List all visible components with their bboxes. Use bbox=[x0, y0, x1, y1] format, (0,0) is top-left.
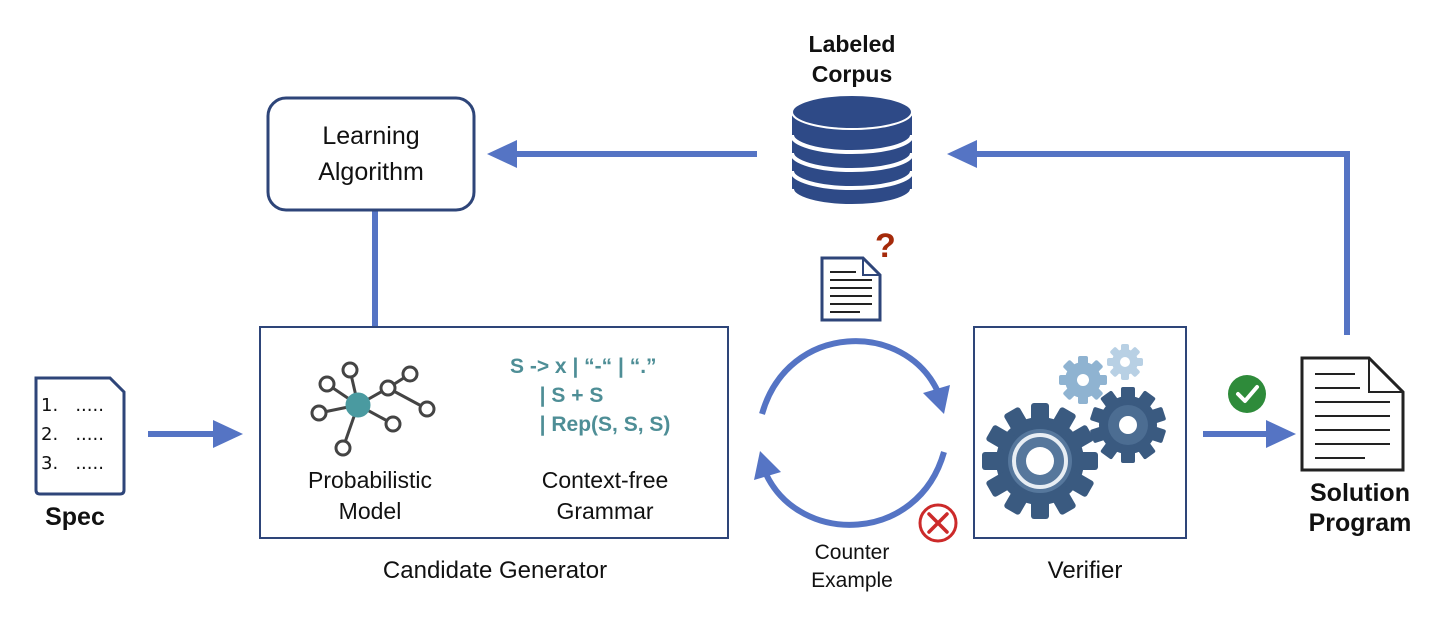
spec-document-icon bbox=[34, 376, 126, 496]
spec-item: 2. ..... bbox=[41, 424, 104, 445]
candidate-generator-box bbox=[259, 326, 729, 539]
database-icon bbox=[790, 94, 914, 208]
counter-example-line2: Example bbox=[811, 569, 893, 592]
verifier-label: Verifier bbox=[1047, 557, 1123, 584]
spec-item: 3. ..... bbox=[41, 453, 104, 474]
learning-label-line1: Learning bbox=[322, 122, 420, 150]
spec-to-generator-arrow bbox=[148, 420, 243, 448]
spec-item: 1. ..... bbox=[41, 395, 104, 416]
gears-icon bbox=[982, 344, 1166, 519]
learning-label-line2: Algorithm bbox=[318, 158, 424, 186]
verifier-to-solution-arrow bbox=[1203, 420, 1296, 448]
solution-label-line2: Program bbox=[1308, 509, 1412, 537]
grammar-label-line1: Context-free bbox=[541, 467, 669, 493]
corpus-label-line1: Labeled bbox=[808, 31, 896, 57]
model-label-line1: Probabilistic bbox=[308, 467, 432, 493]
question-mark-icon: ? bbox=[875, 227, 896, 265]
solution-document-icon bbox=[1300, 356, 1405, 472]
learning-algorithm-title: Learning Algorithm bbox=[268, 98, 474, 210]
counter-example-arc bbox=[754, 451, 947, 528]
model-label-line2: Model bbox=[338, 498, 402, 524]
solution-label-line1: Solution bbox=[1310, 479, 1410, 507]
grammar-rule: S -> x | “-“ | “.” bbox=[510, 355, 657, 378]
grammar-rule: | S + S bbox=[528, 384, 604, 407]
learning-algorithm-box bbox=[266, 96, 476, 212]
candidate-generator-label: Candidate Generator bbox=[382, 557, 608, 584]
counter-example-line1: Counter bbox=[814, 541, 890, 564]
grammar-label-line2: Grammar bbox=[556, 498, 654, 524]
corpus-to-learning-arrow bbox=[487, 140, 757, 168]
corpus-label-line2: Corpus bbox=[811, 61, 893, 87]
cross-icon bbox=[918, 503, 958, 543]
network-graph-icon bbox=[310, 361, 436, 457]
candidate-to-verifier-arc bbox=[759, 338, 950, 415]
grammar-rule: | Rep(S, S, S) bbox=[528, 413, 671, 436]
spec-label: Spec bbox=[45, 503, 105, 531]
query-document-icon bbox=[820, 256, 882, 322]
solution-to-corpus-arrow bbox=[947, 140, 1350, 335]
check-icon bbox=[1228, 375, 1266, 413]
